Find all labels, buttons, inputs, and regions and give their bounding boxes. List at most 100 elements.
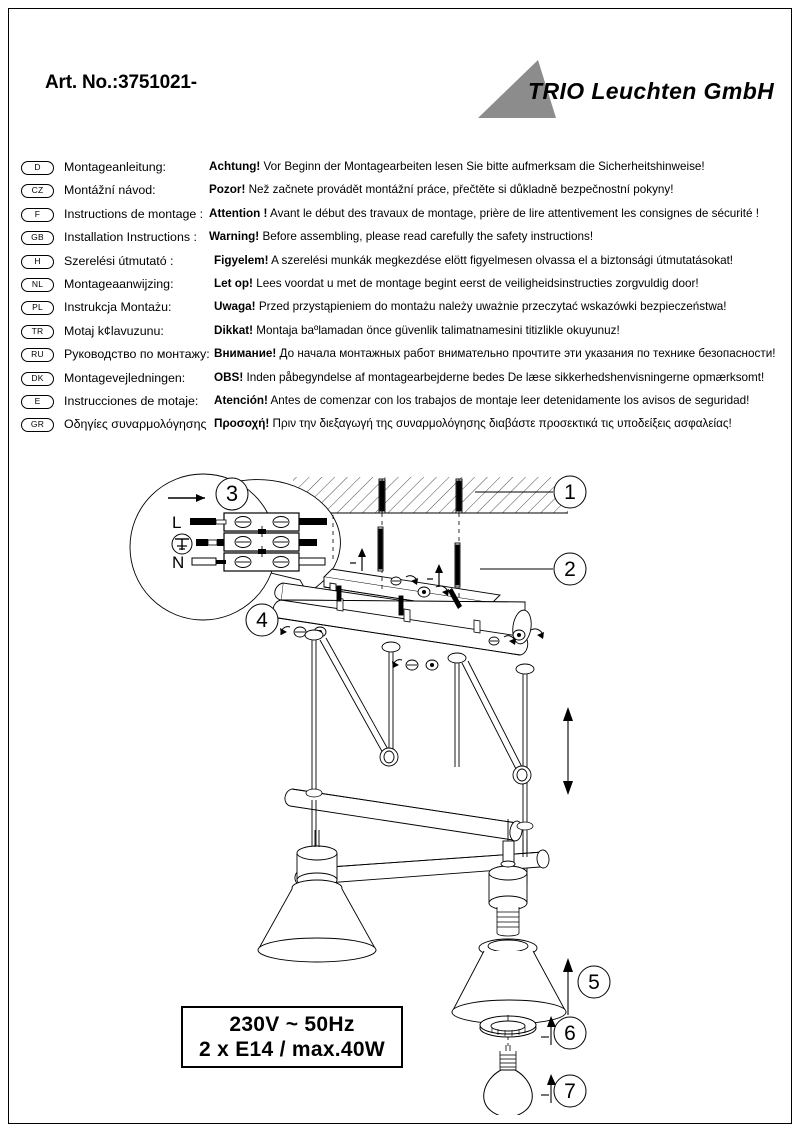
language-title: Instructions de montage :: [64, 206, 204, 221]
bar-fixing-screws: [336, 585, 462, 616]
suspension-rods: [304, 629, 535, 815]
language-row: CZ Montážní návod: Pozor! Než začnete prov…: [0, 181, 802, 204]
language-title: Instrucciones de motaje:: [64, 393, 199, 408]
warning-body: До начала монтажных работ внимательно пр…: [276, 347, 776, 361]
warning-body: Przed przystąpieniem do montażu należy u…: [255, 300, 727, 314]
shade-ring: [479, 1015, 537, 1038]
language-row: GB Installation Instructions : Warning! Be…: [0, 228, 802, 251]
language-title: Montagevejledningen:: [64, 370, 186, 385]
safety-warning-text: Achtung! Vor Beginn der Montagearbeiten …: [209, 160, 705, 173]
warning-body: Vor Beginn der Montagearbeiten lesen Sie…: [260, 160, 705, 173]
step-callouts: 1 2 4 5 6 7: [245, 475, 611, 1108]
warning-keyword: Warning!: [209, 230, 260, 244]
ceiling: [293, 477, 568, 514]
article-number: Art. No.:3751021-: [45, 72, 197, 93]
step-callout-4: 4: [256, 609, 268, 632]
safety-warning-text: Let op! Lees voordat u met de montage be…: [214, 277, 699, 290]
safety-warning-text: Uwaga! Przed przystąpieniem do montażu n…: [214, 300, 727, 313]
country-code-badge: DK: [21, 371, 54, 386]
safety-warning-text: Figyelem! A szerelési munkák megkezdése …: [214, 254, 733, 267]
warning-body: Before assembling, please read carefully…: [259, 230, 594, 244]
warning-keyword: Let op!: [214, 276, 253, 290]
warning-body: Montaja baºlamadan önce güvenlik talimat…: [252, 323, 620, 337]
lamp-left: [257, 830, 377, 963]
step-callout-7: 7: [564, 1080, 576, 1103]
warning-body: Lees voordat u met de montage begint eer…: [252, 276, 699, 290]
warning-body: Inden påbegyndelse af montagearbejderne …: [243, 370, 765, 384]
assembly-diagram-svg: 3: [129, 473, 611, 1115]
safety-warning-text: Attention ! Avant le début des travaux d…: [209, 207, 759, 220]
country-code-badge: H: [21, 254, 54, 269]
language-row: F Instructions de montage : Attention ! Av…: [0, 205, 802, 228]
language-title: Motaj k¢lavuzunu:: [64, 323, 164, 338]
country-code-badge: GB: [21, 231, 54, 246]
language-title: Руководство по монтажу:: [64, 347, 210, 362]
country-code-badge: CZ: [21, 184, 54, 199]
step-callout-6: 6: [564, 1022, 576, 1045]
wire-label-neutral: N: [172, 553, 184, 572]
country-code-badge: RU: [21, 348, 54, 363]
warning-body: Než začnete provádět montážní práce, pře…: [245, 183, 674, 197]
ceiling-anchor-left: [378, 478, 386, 514]
shade-ring-and-bulb: [479, 1015, 537, 1115]
warning-keyword: Uwaga!: [214, 300, 256, 314]
main-ceiling-bar: [272, 582, 532, 656]
language-row: RU Руководство по монтажу: Внимание! До на…: [0, 345, 802, 368]
warning-keyword: Attention !: [209, 206, 268, 220]
language-title: Instrukcja Montażu:: [64, 300, 172, 315]
safety-warning-text: Atención! Antes de comenzar con los trab…: [214, 394, 749, 407]
step-callout-2: 2: [564, 558, 576, 581]
country-code-badge: F: [21, 207, 54, 222]
language-row: H Szerelési útmutató : Figyelem! A szerelé…: [0, 252, 802, 275]
warning-keyword: Dikkat!: [214, 323, 253, 337]
logo-triangle-icon: [478, 60, 556, 118]
language-title: Installation Instructions :: [64, 230, 197, 245]
height-adjust-arrow: [563, 707, 573, 795]
lamp-right: [451, 819, 567, 1025]
warning-body: Antes de comenzar con los trabajos de mo…: [267, 393, 750, 407]
ceiling-anchor-right: [455, 478, 463, 514]
language-title: Οδηγίες συναρμολόγησης: [64, 417, 207, 432]
lower-support-bar: [294, 840, 550, 886]
warning-keyword: Προσοχή!: [214, 417, 270, 431]
wiring-detail-bubble: 3: [129, 473, 341, 621]
country-code-badge: GR: [21, 418, 54, 433]
assembly-diagram: 3: [0, 455, 802, 1115]
language-row: TR Motaj k¢lavuzunu: Dikkat! Montaja baºla…: [0, 322, 802, 345]
brand-name: TRIO Leuchten GmbH: [528, 78, 775, 104]
country-code-badge: TR: [21, 324, 54, 339]
safety-warning-text: OBS! Inden påbegyndelse af montagearbejd…: [214, 371, 764, 384]
warning-keyword: Внимание!: [214, 347, 277, 361]
language-title: Montážní návod:: [64, 183, 156, 198]
language-row: DK Montagevejledningen: OBS! Inden påbegyn…: [0, 369, 802, 392]
wire-label-live: L: [172, 513, 181, 532]
middle-cross-bar: [284, 788, 534, 885]
bulb: [483, 1045, 533, 1115]
warning-keyword: Figyelem!: [214, 253, 269, 267]
warning-body: Πριν την διεξαγωγή της συναρμολόγησης δι…: [269, 417, 732, 431]
language-title: Montageaanwijzing:: [64, 276, 174, 291]
warning-body: Avant le début des travaux de montage, p…: [267, 206, 760, 220]
electrical-spec-box: 230V ~ 50Hz 2 x E14 / max.40W: [181, 1006, 403, 1068]
step-callout-3: 3: [226, 481, 238, 506]
safety-warning-text: Προσοχή! Πριν την διεξαγωγή της συναρμολ…: [214, 417, 732, 430]
language-title: Szerelési útmutató :: [64, 253, 174, 268]
step-callout-5: 5: [588, 971, 600, 994]
safety-warning-text: Dikkat! Montaja baºlamadan önce güvenlik…: [214, 324, 620, 337]
warning-keyword: OBS!: [214, 370, 244, 384]
safety-warning-text: Pozor! Než začnete provádět montážní prá…: [209, 183, 674, 196]
warning-body: A szerelési munkák megkezdése elött figy…: [268, 253, 734, 267]
document-header: Art. No.:3751021- TRIO Leuchten GmbH: [0, 60, 802, 130]
spec-lamp: 2 x E14 / max.40W: [198, 1038, 386, 1061]
brand-logo: TRIO Leuchten GmbH: [478, 60, 774, 122]
bracket-screws: [377, 526, 461, 588]
warning-keyword: Achtung!: [209, 160, 261, 173]
step-callout-1: 1: [564, 481, 576, 504]
earth-symbol-icon: [171, 533, 193, 555]
spec-voltage: 230V ~ 50Hz: [229, 1013, 355, 1036]
